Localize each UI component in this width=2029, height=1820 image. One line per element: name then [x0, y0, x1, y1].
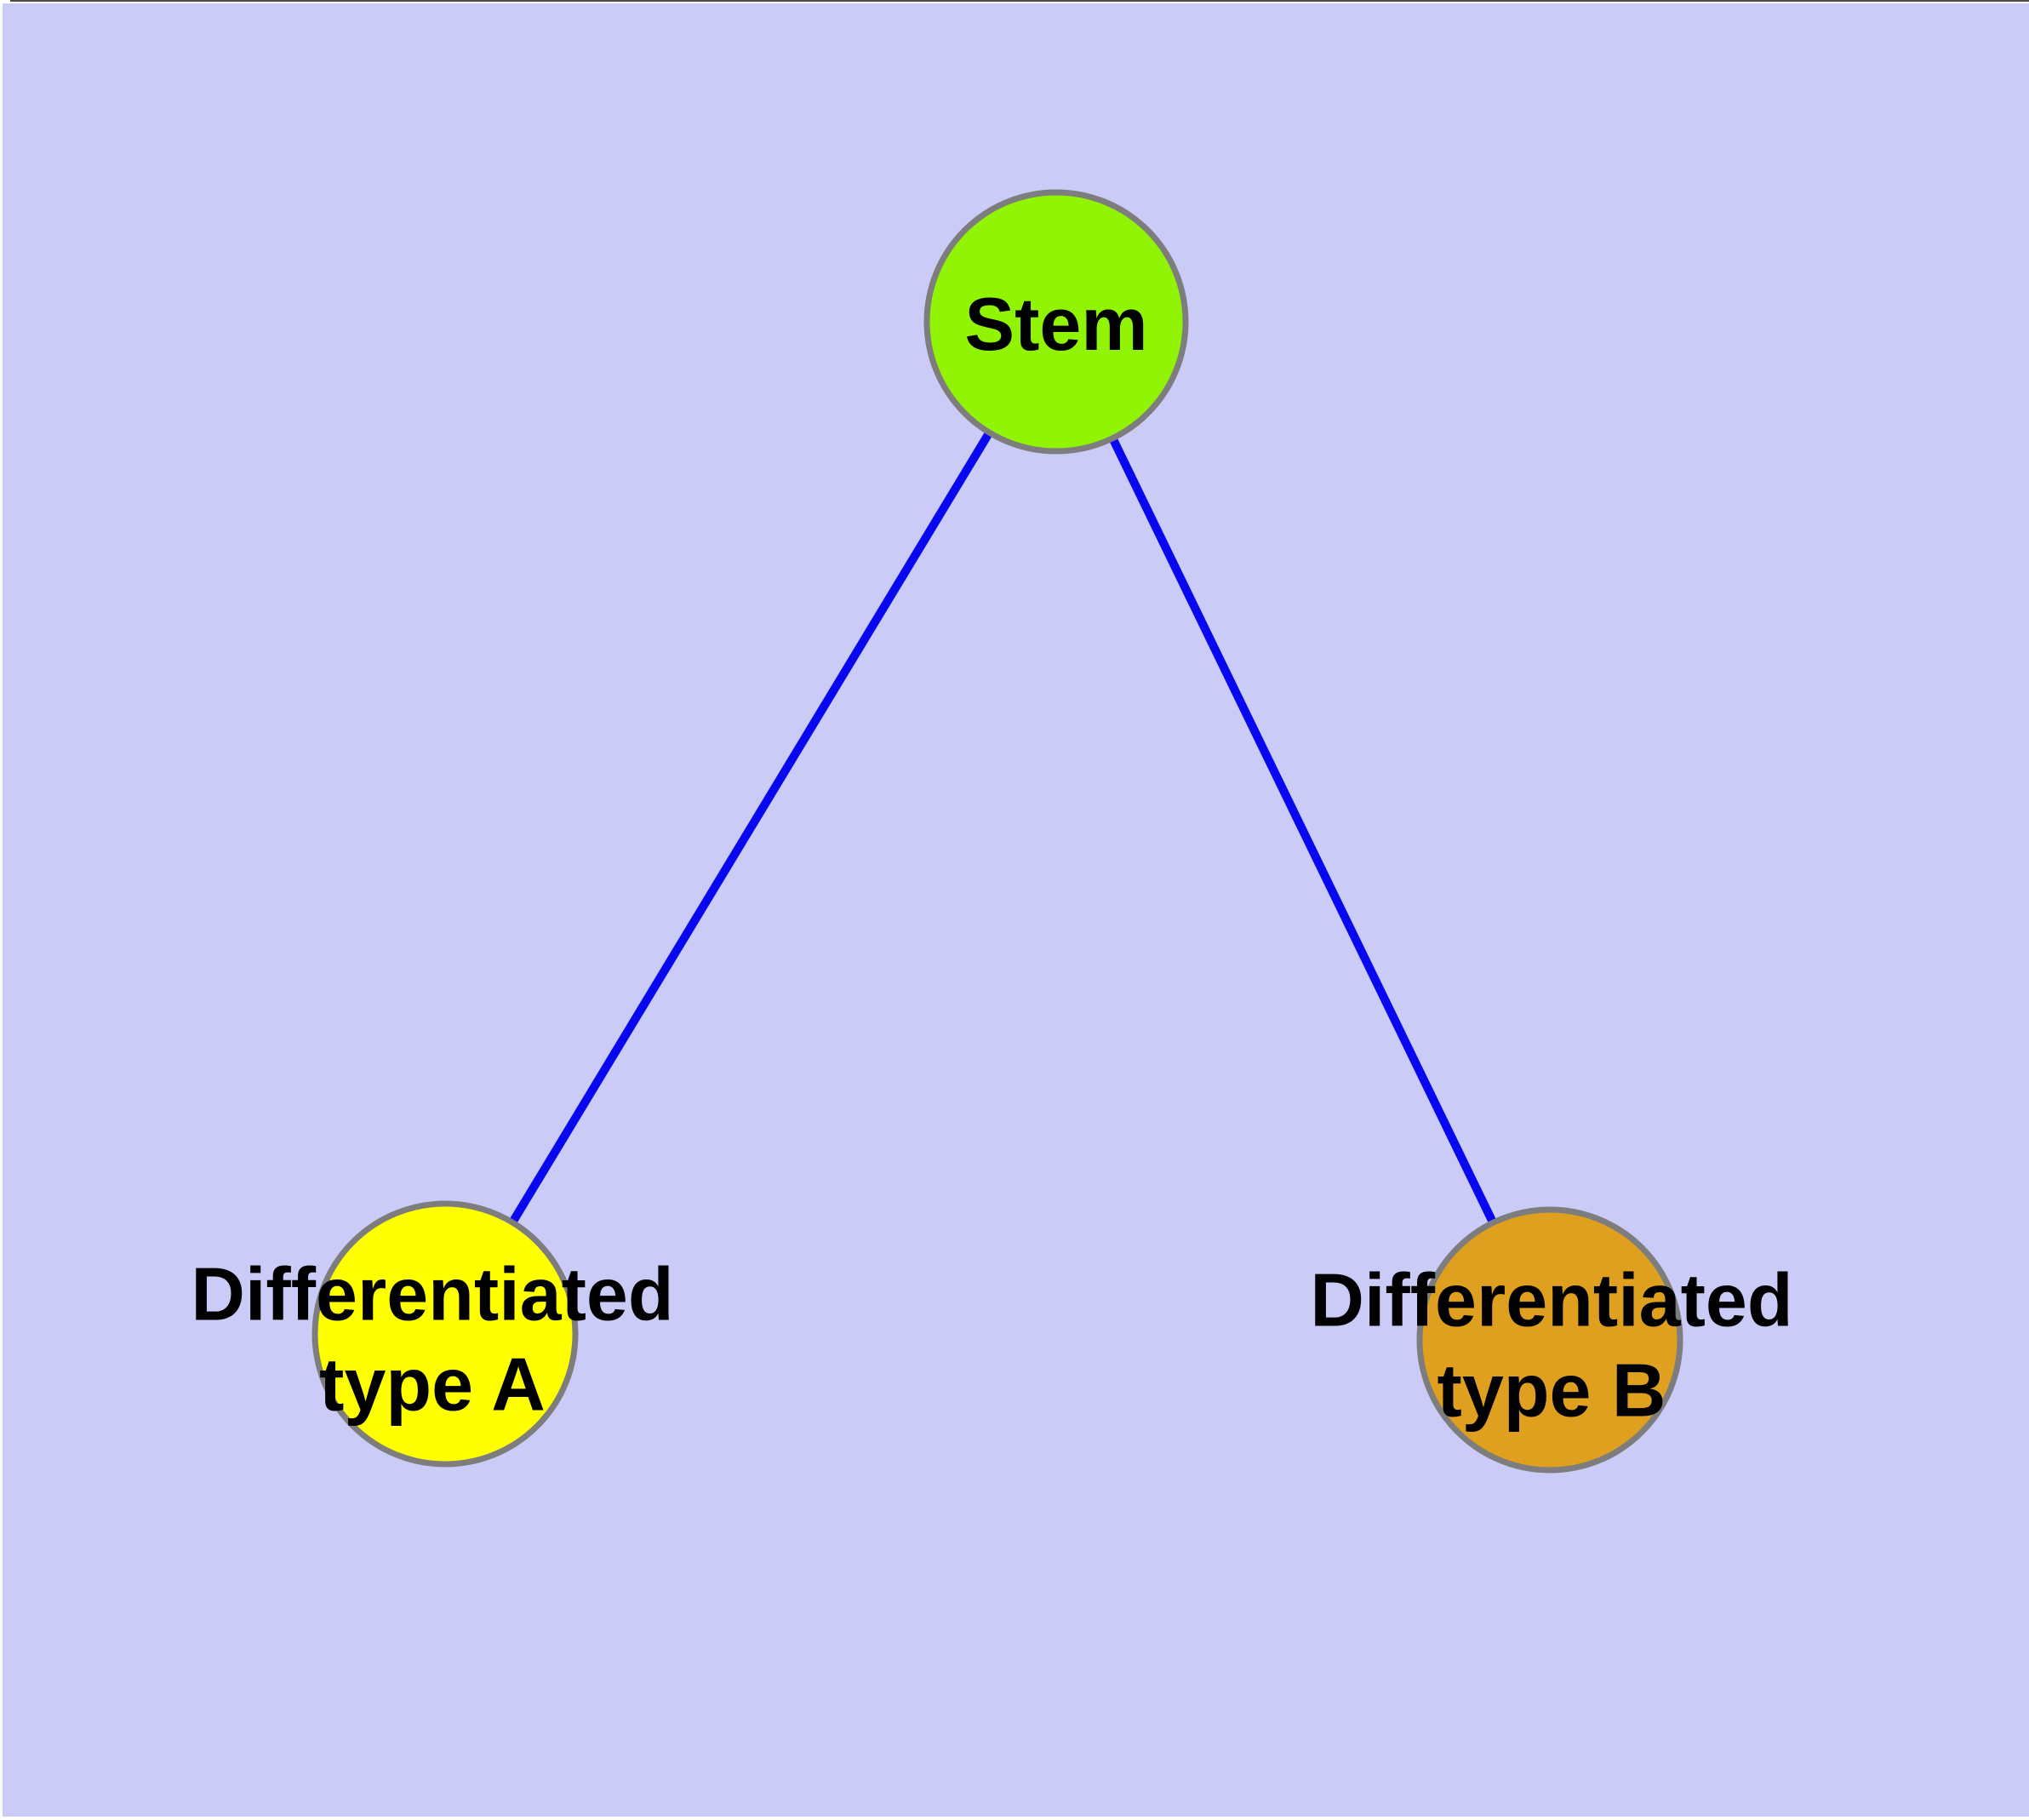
node-stem-circle[interactable]	[923, 189, 1189, 455]
node-differentiated-type-a-circle[interactable]	[311, 1200, 579, 1468]
graph-svg	[311, 189, 1683, 1474]
node-differentiated-type-b-circle[interactable]	[1416, 1206, 1683, 1474]
edge-layer	[441, 319, 1554, 1342]
edge-stem-to-type-b	[1052, 319, 1554, 1342]
node-layer	[311, 189, 1683, 1474]
node-stem-label: Stem	[964, 281, 1148, 366]
window-top-border	[10, 0, 2029, 2]
edge-stem-to-type-a	[441, 319, 1060, 1336]
node-differentiated-type-b-label: Differentiated type B	[1310, 1257, 1793, 1433]
diagram-canvas: Stem Differentiated type A Differentiate…	[3, 3, 2029, 1817]
node-differentiated-type-a-label: Differentiated type A	[191, 1251, 674, 1427]
